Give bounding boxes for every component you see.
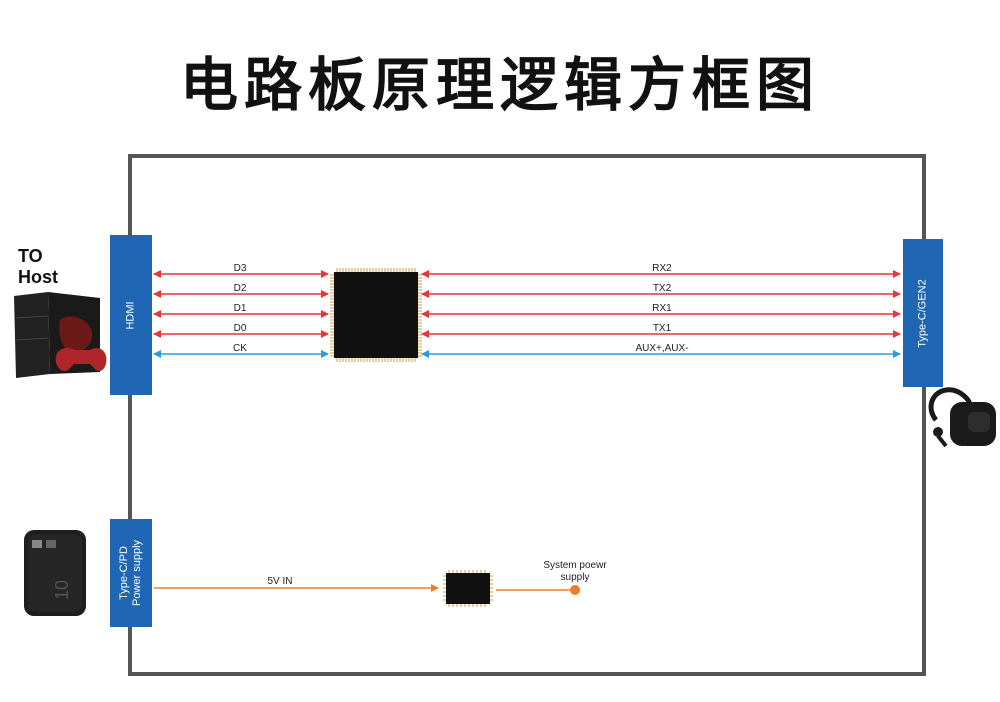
signal-label-aux: AUX+,AUX- bbox=[635, 343, 688, 354]
signal-label-tx2: TX2 bbox=[653, 283, 672, 294]
main-chip-pins bbox=[330, 268, 422, 362]
system-power-node bbox=[570, 585, 580, 595]
signal-label-rx1: RX1 bbox=[652, 303, 672, 314]
power-chip bbox=[443, 570, 493, 607]
typec-gen2-connector: Type-C/GEN2 bbox=[903, 239, 943, 387]
diagram-title: 电路板原理逻辑方框图 bbox=[179, 51, 820, 119]
signal-label-ck: CK bbox=[233, 343, 247, 354]
power-supply-connector: Type-C/PD Power supply bbox=[110, 519, 152, 627]
svg-text:10: 10 bbox=[52, 580, 72, 600]
host-label-line2: Host bbox=[18, 267, 58, 287]
signal-label-d3: D3 bbox=[234, 263, 247, 274]
vr-headset-icon bbox=[928, 387, 996, 448]
main-chip bbox=[330, 268, 422, 362]
signal-label-d1: D1 bbox=[234, 303, 247, 314]
signal-label-rx2: RX2 bbox=[652, 263, 672, 274]
power-chip-pins bbox=[443, 570, 493, 607]
system-power-label-line2: supply bbox=[561, 572, 590, 583]
game-console-icon bbox=[14, 292, 107, 378]
system-power-label-line1: System poewr bbox=[543, 560, 607, 571]
power-in-label: 5V IN bbox=[267, 576, 292, 587]
signal-label-d2: D2 bbox=[234, 283, 247, 294]
power-bank-icon: 10 bbox=[24, 530, 86, 616]
signal-label-d0: D0 bbox=[234, 323, 247, 334]
signal-lines bbox=[153, 270, 901, 358]
signal-label-tx1: TX1 bbox=[653, 323, 672, 334]
host-label: TO Host bbox=[18, 246, 58, 288]
hdmi-connector: HDMI bbox=[110, 235, 152, 395]
host-label-line1: TO bbox=[18, 246, 43, 266]
circuit-board-outline bbox=[128, 154, 926, 676]
